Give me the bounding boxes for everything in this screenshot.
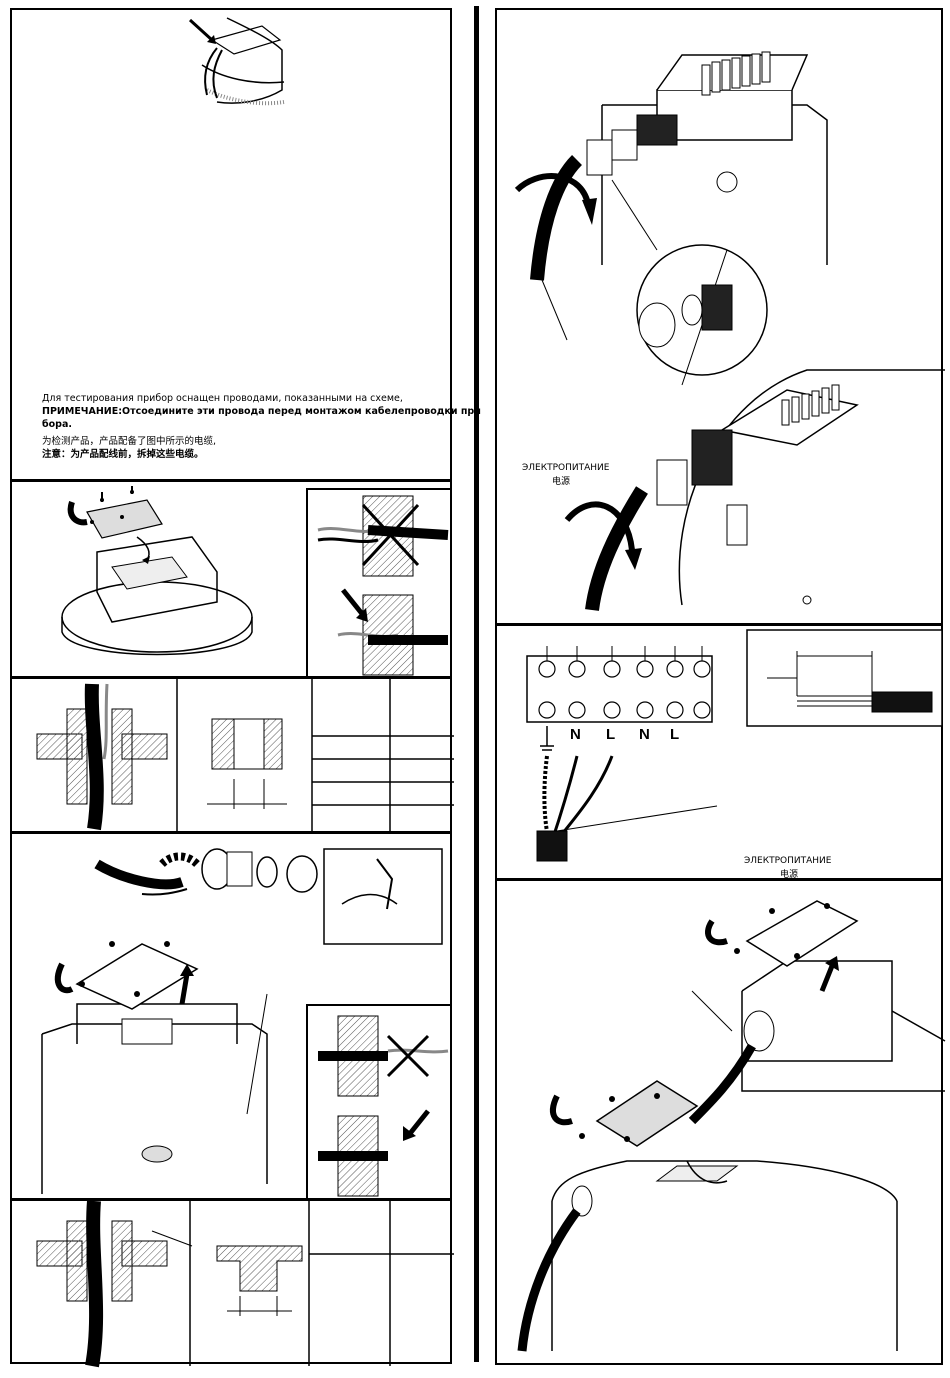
- zh-test-line: 为检测产品，产品配备了图中所示的电缆,: [42, 436, 216, 448]
- terminal-label-n-2: N: [639, 726, 650, 743]
- ru-note-line: ПРИМЕЧАНИЕ:Отсоедините эти провода перед…: [42, 406, 481, 418]
- cable-seal-illustration-2: [308, 1006, 454, 1202]
- terminal-label-l-2: L: [670, 726, 679, 743]
- close-covers-illustration: [497, 881, 945, 1367]
- panel-base-cover: [10, 480, 452, 678]
- panel-gland-section-1: [10, 677, 452, 833]
- panel-gland-section-2: [10, 1199, 452, 1364]
- power-label-zh-1: 电源: [552, 474, 570, 487]
- gland-section-illustration: [12, 679, 454, 835]
- panel-power-gland: ЭЛЕКТРОПИТАНИЕ 电源: [495, 8, 943, 625]
- cable-seal-illustration: [308, 490, 454, 680]
- panel-junction-box-left: [10, 832, 452, 1200]
- panel-terminal-block: N L N L ЭЛЕКТРОПИТАНИЕ 电源: [495, 624, 943, 880]
- panel-test-wires: Для тестирования прибор оснащен проводам…: [10, 8, 452, 481]
- column-divider: [474, 6, 479, 1362]
- ru-test-line: Для тестирования прибор оснащен проводам…: [42, 393, 403, 405]
- terminal-block-illustration: [497, 626, 945, 882]
- subpanel-cable-seal-2: [306, 1004, 452, 1200]
- subpanel-cable-seal: [306, 488, 452, 678]
- panel-close-covers: [495, 879, 943, 1365]
- terminal-label-n-1: N: [570, 726, 581, 743]
- terminal-label-l-1: L: [606, 726, 615, 743]
- ru-note-cont: бора.: [42, 419, 72, 431]
- power-gland-illustration: [497, 10, 945, 627]
- zh-note-line: 注意：为产品配线前，拆掉这些电缆。: [42, 449, 204, 461]
- power-label-ru-2: ЭЛЕКТРОПИТАНИЕ: [744, 856, 831, 866]
- gland-section-2-illustration: [12, 1201, 454, 1366]
- power-label-ru-1: ЭЛЕКТРОПИТАНИЕ: [522, 463, 609, 473]
